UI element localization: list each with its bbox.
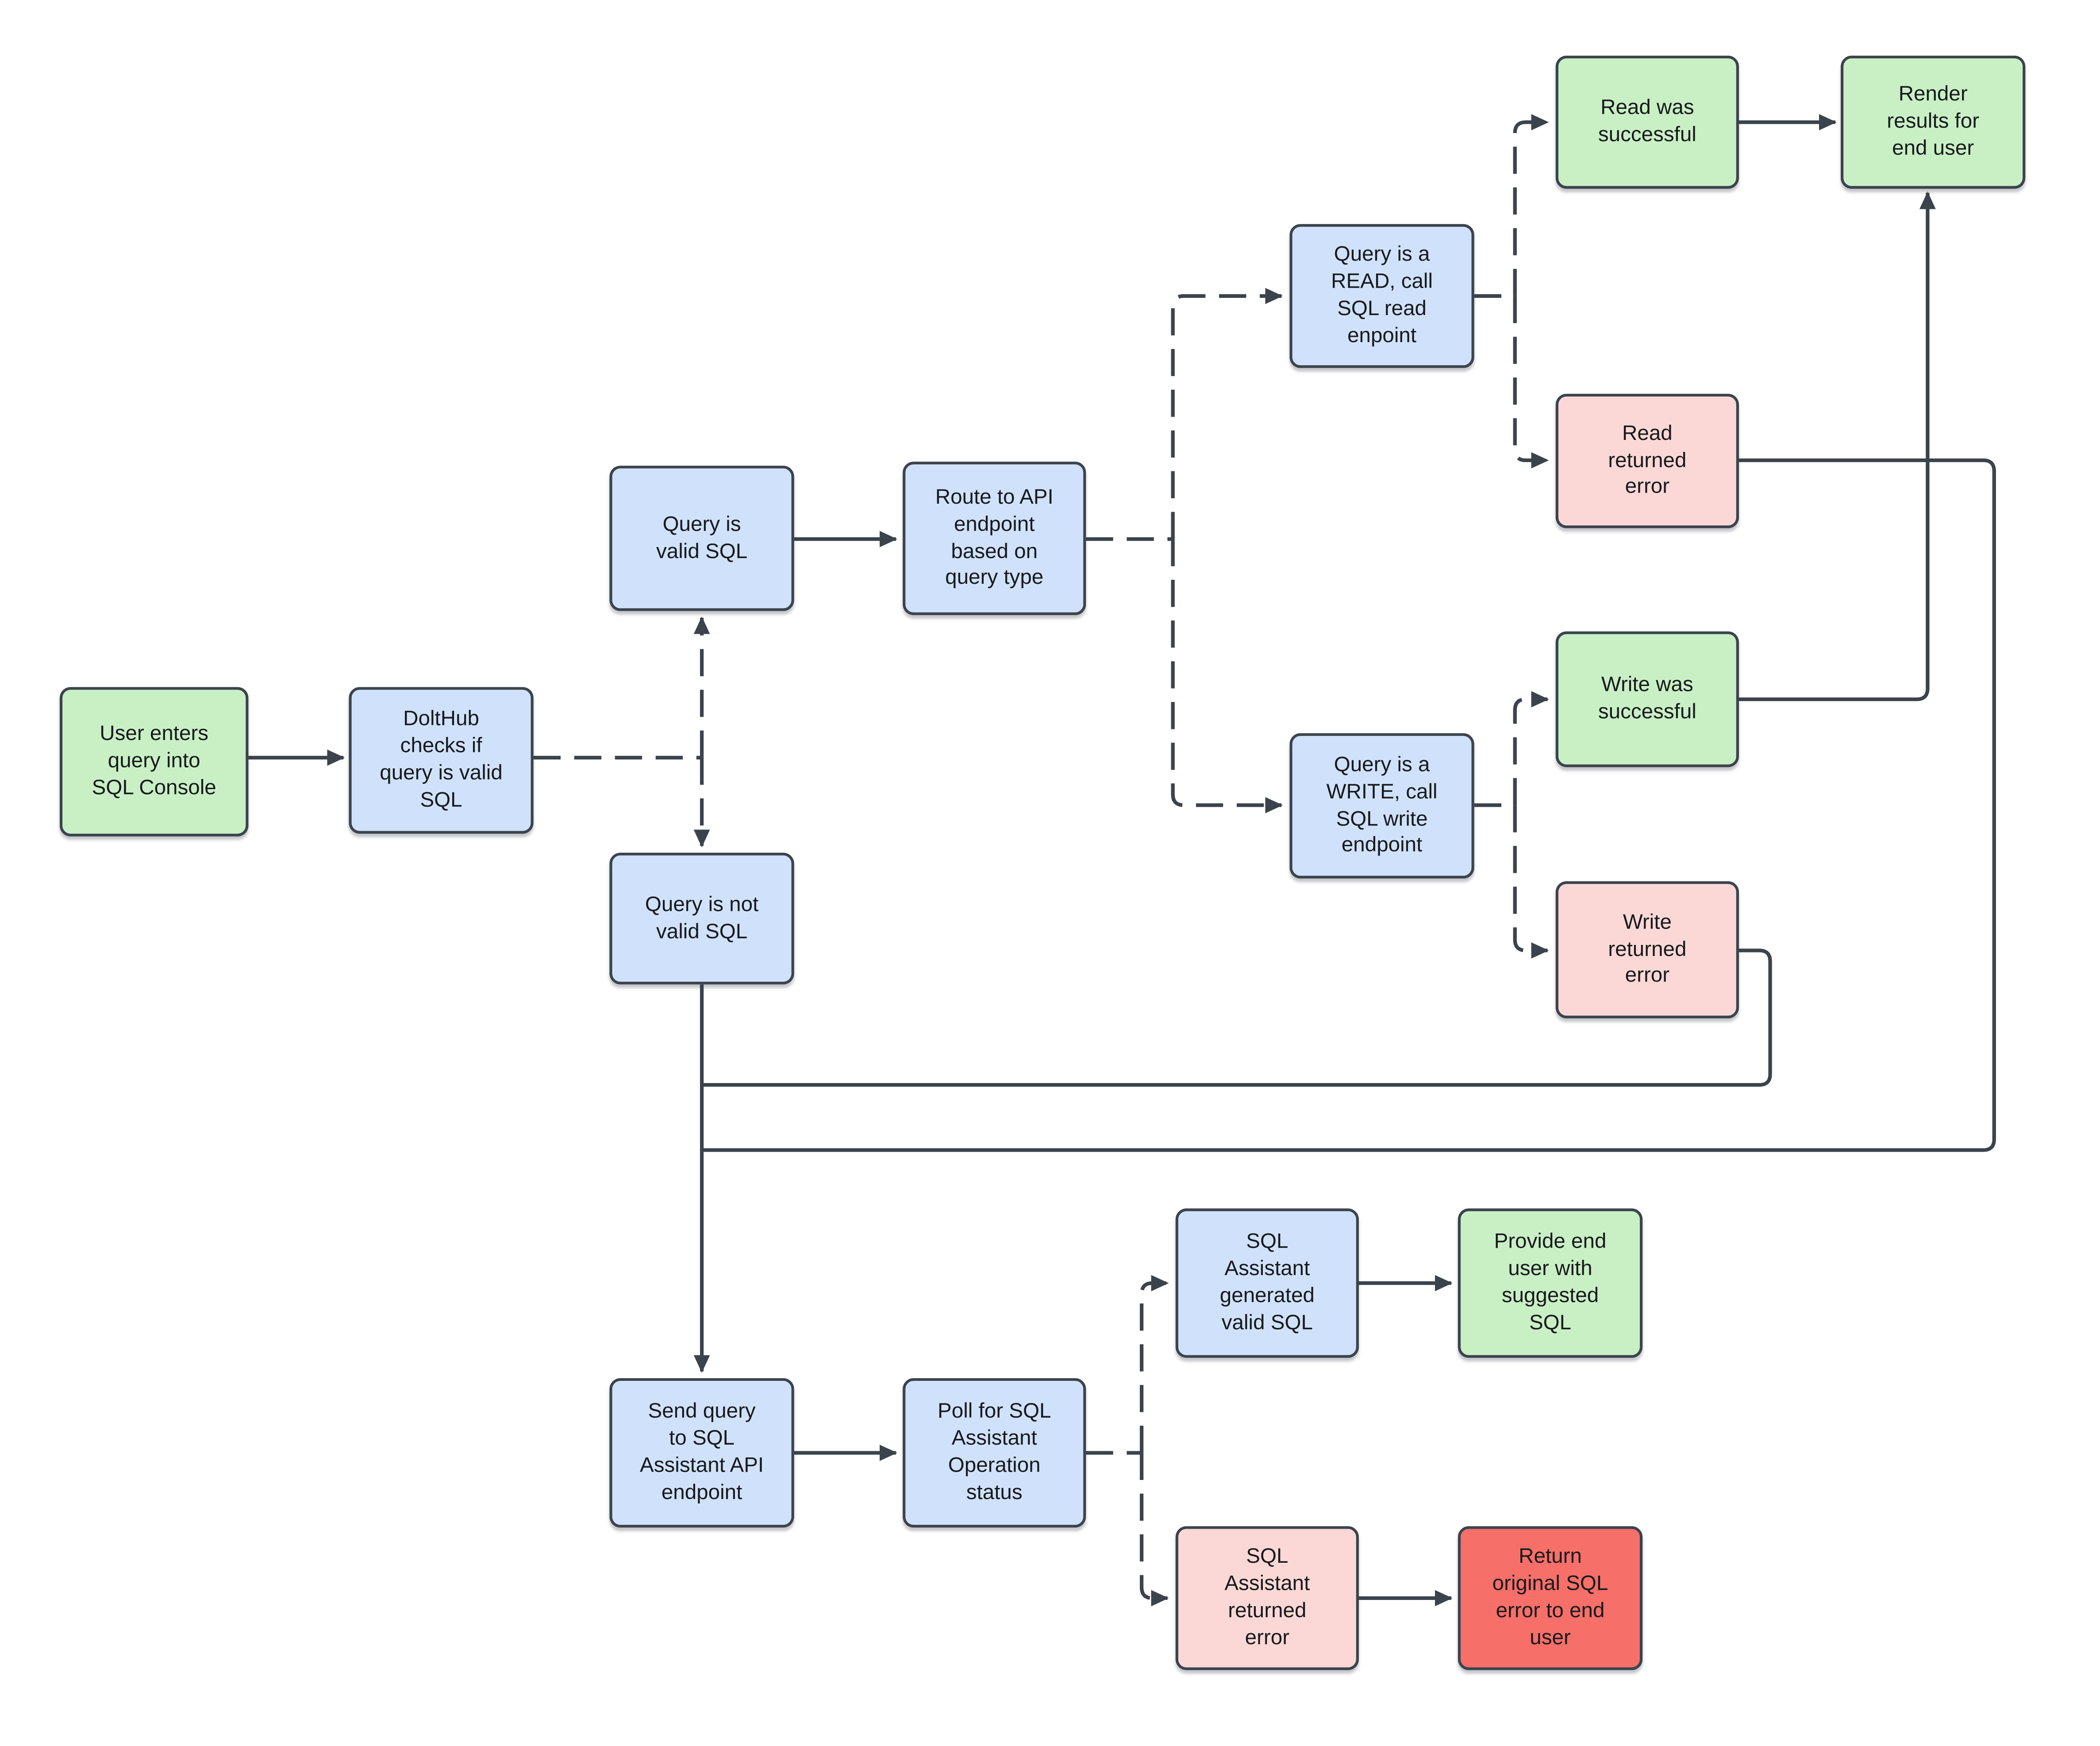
node-label: User enters query into SQL Console xyxy=(92,722,216,800)
edge-branch-to-assistantvalid xyxy=(1139,1275,1169,1453)
node-write-was-successful: Write was successful xyxy=(1555,631,1739,767)
node-label: Write returned error xyxy=(1608,910,1687,988)
node-label: Query is a READ, call SQL read enpoint xyxy=(1331,243,1433,347)
edge-branch-to-writeerror xyxy=(1513,805,1549,959)
node-assistant-generated-valid: SQL Assistant generated valid SQL xyxy=(1175,1208,1359,1358)
node-return-original-error: Return original SQL error to end user xyxy=(1458,1526,1643,1670)
edge-branch-to-writesuccess xyxy=(1513,691,1549,806)
node-label: SQL Assistant generated valid SQL xyxy=(1219,1230,1315,1335)
node-label: Poll for SQL Assistant Operation status xyxy=(938,1400,1051,1504)
node-route-to-api-endpoint: Route to API endpoint based on query typ… xyxy=(903,462,1086,615)
node-read-returned-error: Read returned error xyxy=(1555,393,1739,528)
node-render-results: Render results for end user xyxy=(1841,55,2026,189)
node-read-was-successful: Read was successful xyxy=(1555,55,1739,189)
node-label: Read was successful xyxy=(1598,96,1696,147)
edge-readerror-return xyxy=(702,458,1996,1152)
node-user-enters-sql-console: User enters query into SQL Console xyxy=(59,687,249,836)
edge-branch-to-writecall xyxy=(1171,539,1283,813)
edge-writesuccess-to-render xyxy=(1738,191,1936,701)
edge-writeerror-return xyxy=(702,948,1772,1087)
node-query-is-read: Query is a READ, call SQL read enpoint xyxy=(1289,224,1474,368)
edge-branch-to-readerror xyxy=(1513,296,1549,469)
node-query-not-valid-sql: Query is not valid SQL xyxy=(609,852,794,985)
node-label: DoltHub checks if query is valid SQL xyxy=(380,708,503,812)
node-label: Read returned error xyxy=(1608,422,1687,499)
node-label: Query is not valid SQL xyxy=(645,893,759,943)
node-label: Send query to SQL Assistant API endpoint xyxy=(639,1400,764,1504)
node-send-query-assistant: Send query to SQL Assistant API endpoint xyxy=(609,1378,794,1528)
node-assistant-returned-error: SQL Assistant returned error xyxy=(1175,1526,1359,1670)
node-label: Render results for end user xyxy=(1887,83,1980,160)
node-label: Provide end user with suggested SQL xyxy=(1494,1230,1607,1335)
edge-branch-to-readsuccess xyxy=(1513,114,1549,296)
node-query-is-valid-sql: Query is valid SQL xyxy=(609,466,794,611)
node-label: Return original SQL error to end user xyxy=(1492,1546,1608,1650)
edge-branch-to-assistanterror xyxy=(1139,1453,1169,1607)
node-label: SQL Assistant returned error xyxy=(1224,1546,1310,1650)
node-query-is-write: Query is a WRITE, call SQL write endpoin… xyxy=(1289,733,1474,879)
node-label: Query is valid SQL xyxy=(656,513,748,563)
node-write-returned-error: Write returned error xyxy=(1555,881,1739,1018)
edge-branch-to-readcall xyxy=(1171,288,1283,539)
node-dolthub-checks-valid: DoltHub checks if query is valid SQL xyxy=(349,687,534,834)
node-poll-assistant-status: Poll for SQL Assistant Operation status xyxy=(903,1378,1086,1528)
node-label: Write was successful xyxy=(1598,674,1696,724)
node-label: Query is a WRITE, call SQL write endpoin… xyxy=(1326,753,1438,857)
node-label: Route to API endpoint based on query typ… xyxy=(935,486,1054,590)
node-provide-suggested-sql: Provide end user with suggested SQL xyxy=(1458,1208,1643,1358)
